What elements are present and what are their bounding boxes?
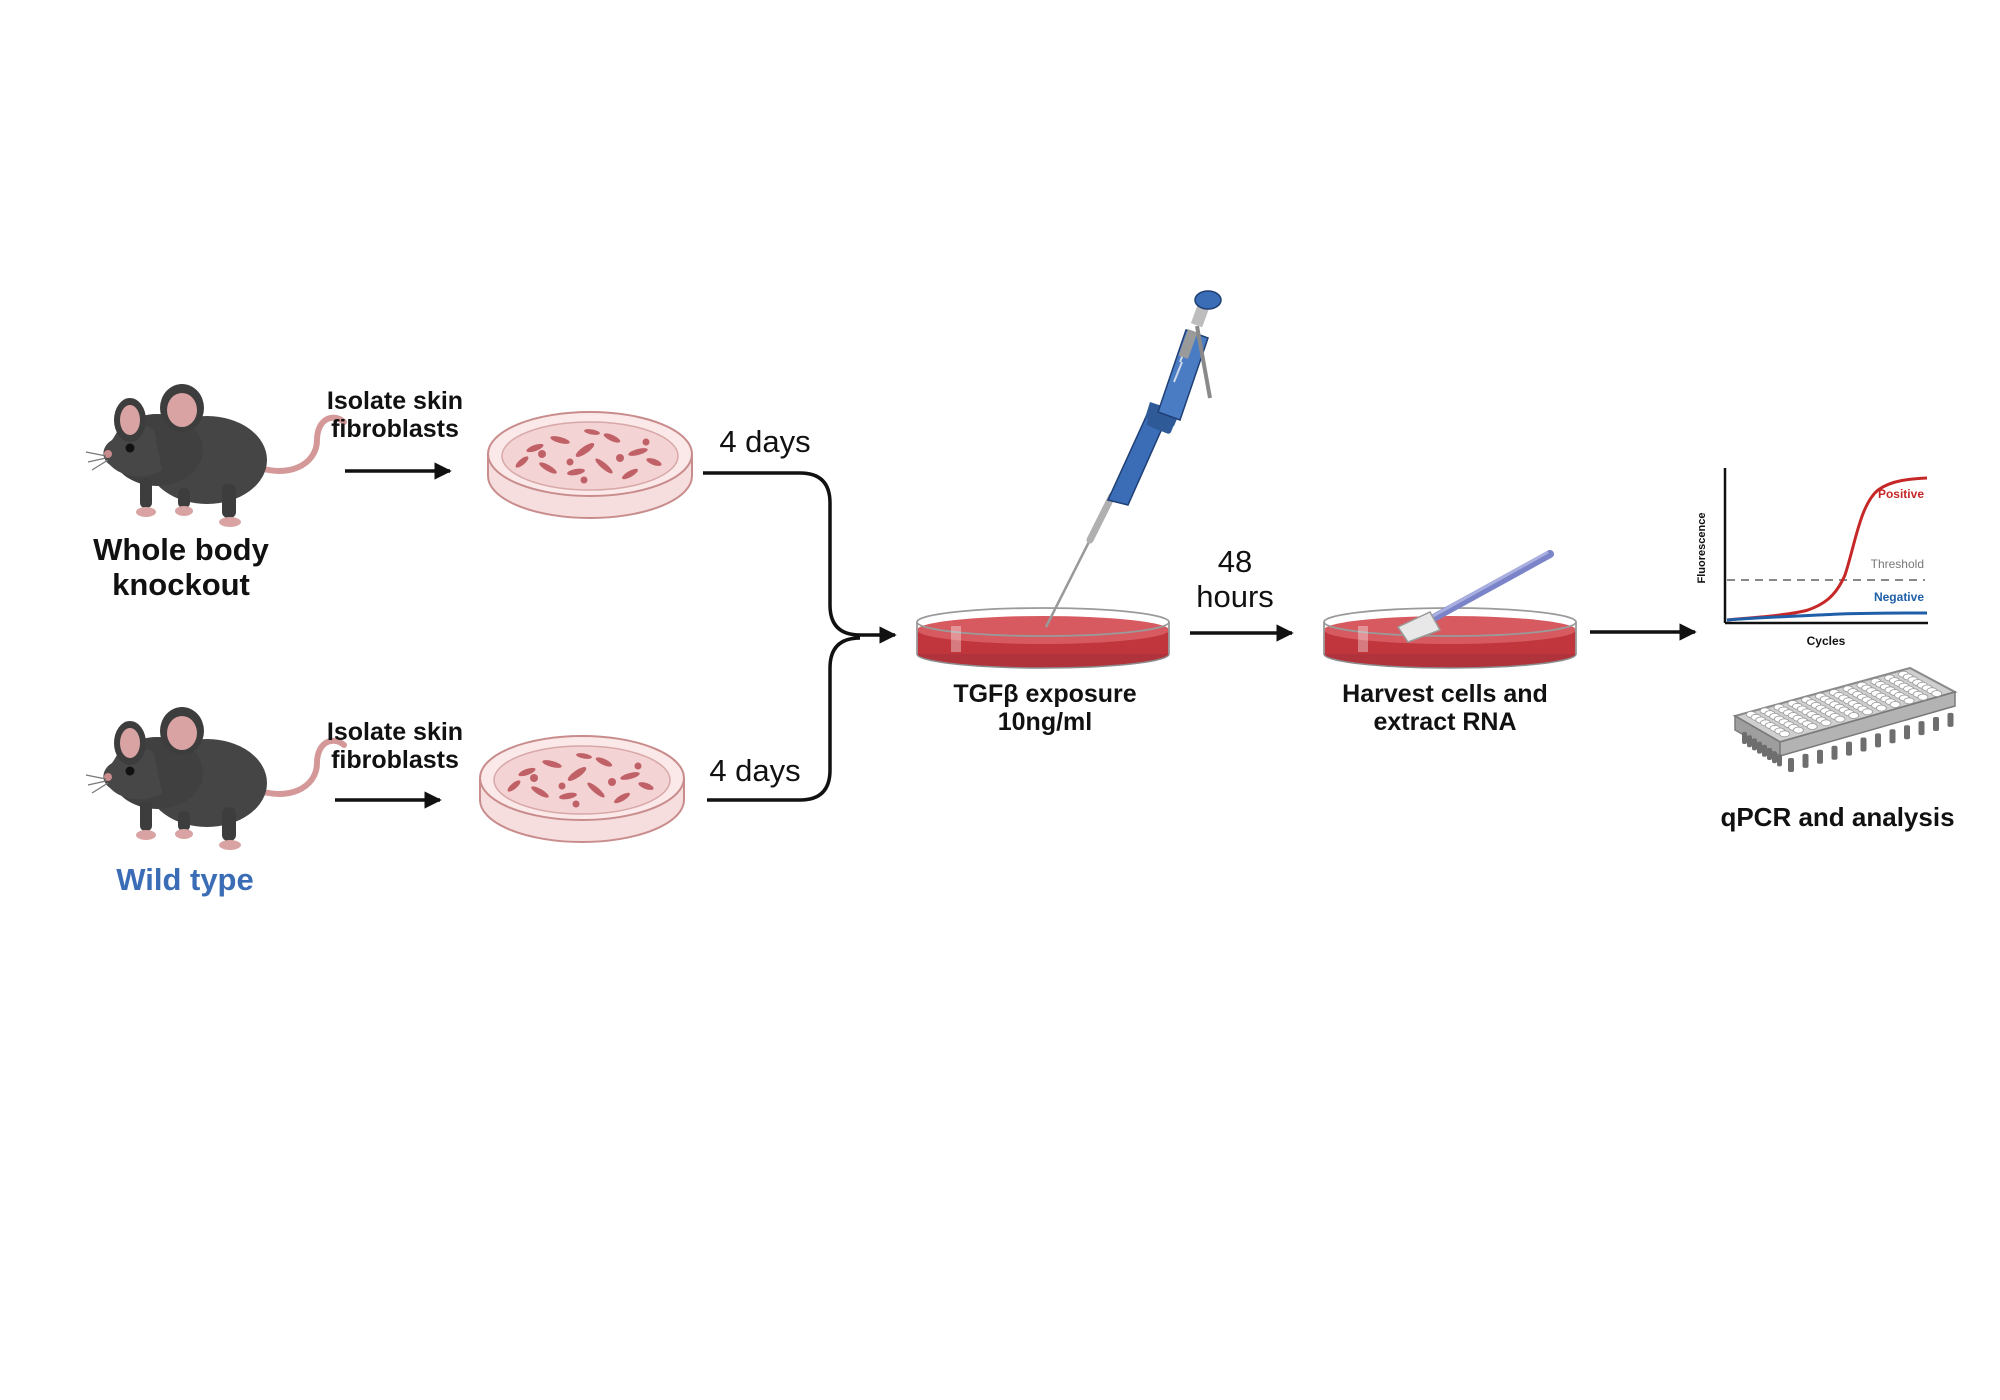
qpcr-label: qPCR and analysis [1720,802,1955,832]
harvest-dish-icon [1323,607,1577,669]
plate-well [1889,701,1901,708]
petri-dish-top-icon [487,411,693,519]
graph-x-label: Cycles [1807,634,1846,648]
graph-y-label: Fluorescence [1696,513,1708,584]
plate-well [1876,704,1887,712]
plate-well [1779,730,1790,738]
pipette-icon [1044,290,1222,628]
plate-peg [1788,758,1794,772]
plate-peg [1846,741,1852,756]
plate-peg [1747,735,1752,748]
plate-peg [1817,749,1823,764]
plate-well [1806,723,1818,730]
plate-well [1834,715,1846,723]
wild-type-label: Wild type [116,862,254,897]
plate-peg [1889,729,1896,744]
plate-peg [1947,712,1954,727]
isolate-top-label: Isolate skin fibroblasts [326,387,464,443]
days-top-label: 4 days [719,424,811,459]
hours-label: 48 hours [1196,544,1274,614]
positive-label: Positive [1878,487,1924,501]
isolate-bottom-label: Isolate skin fibroblasts [326,718,464,774]
qpcr-graph: Fluorescence Cycles Positive Threshold N… [1696,468,1928,648]
tgf-label: TGFβ exposure 10ng/ml [953,680,1137,736]
knockout-mouse-icon [86,384,344,527]
knockout-label-text: Whole body knockout [93,532,269,602]
harvest-label: Harvest cells and extract RNA [1342,680,1548,736]
plate-well [1793,726,1804,734]
merge-connector-bottom [707,636,861,802]
plate-well [1848,712,1860,719]
cell-scraper-icon [1396,550,1554,643]
plate-peg [1802,753,1809,768]
plate-peg [1762,744,1767,757]
plate-well [1820,719,1832,727]
plate-well [1917,693,1929,701]
qpcr-plate-icon [1732,666,1958,772]
plate-well [1931,690,1943,697]
negative-label: Negative [1874,590,1924,604]
plate-peg [1742,732,1747,744]
tgf-dish-icon [916,607,1170,669]
plate-well [1862,708,1873,716]
plate-well [1903,697,1915,705]
petri-dish-bottom-icon [479,735,685,843]
merge-arrow-icon [703,471,897,644]
negative-curve [1726,611,1928,622]
knockout-label: Whole body knockout [86,532,276,602]
wild-type-mouse-icon [86,707,344,850]
plate-peg [1767,748,1772,760]
plate-peg [1757,741,1762,754]
positive-curve [1726,476,1928,622]
threshold-label: Threshold [1871,557,1924,571]
plate-peg [1904,725,1910,740]
plate-peg [1860,737,1867,752]
days-bottom-label: 4 days [709,753,801,788]
plate-peg [1772,751,1777,764]
plate-peg [1918,721,1925,736]
plate-peg [1875,733,1881,748]
plate-peg [1777,754,1782,767]
plate-peg [1933,717,1939,731]
plate-peg [1752,738,1757,751]
plate-peg [1831,745,1838,760]
